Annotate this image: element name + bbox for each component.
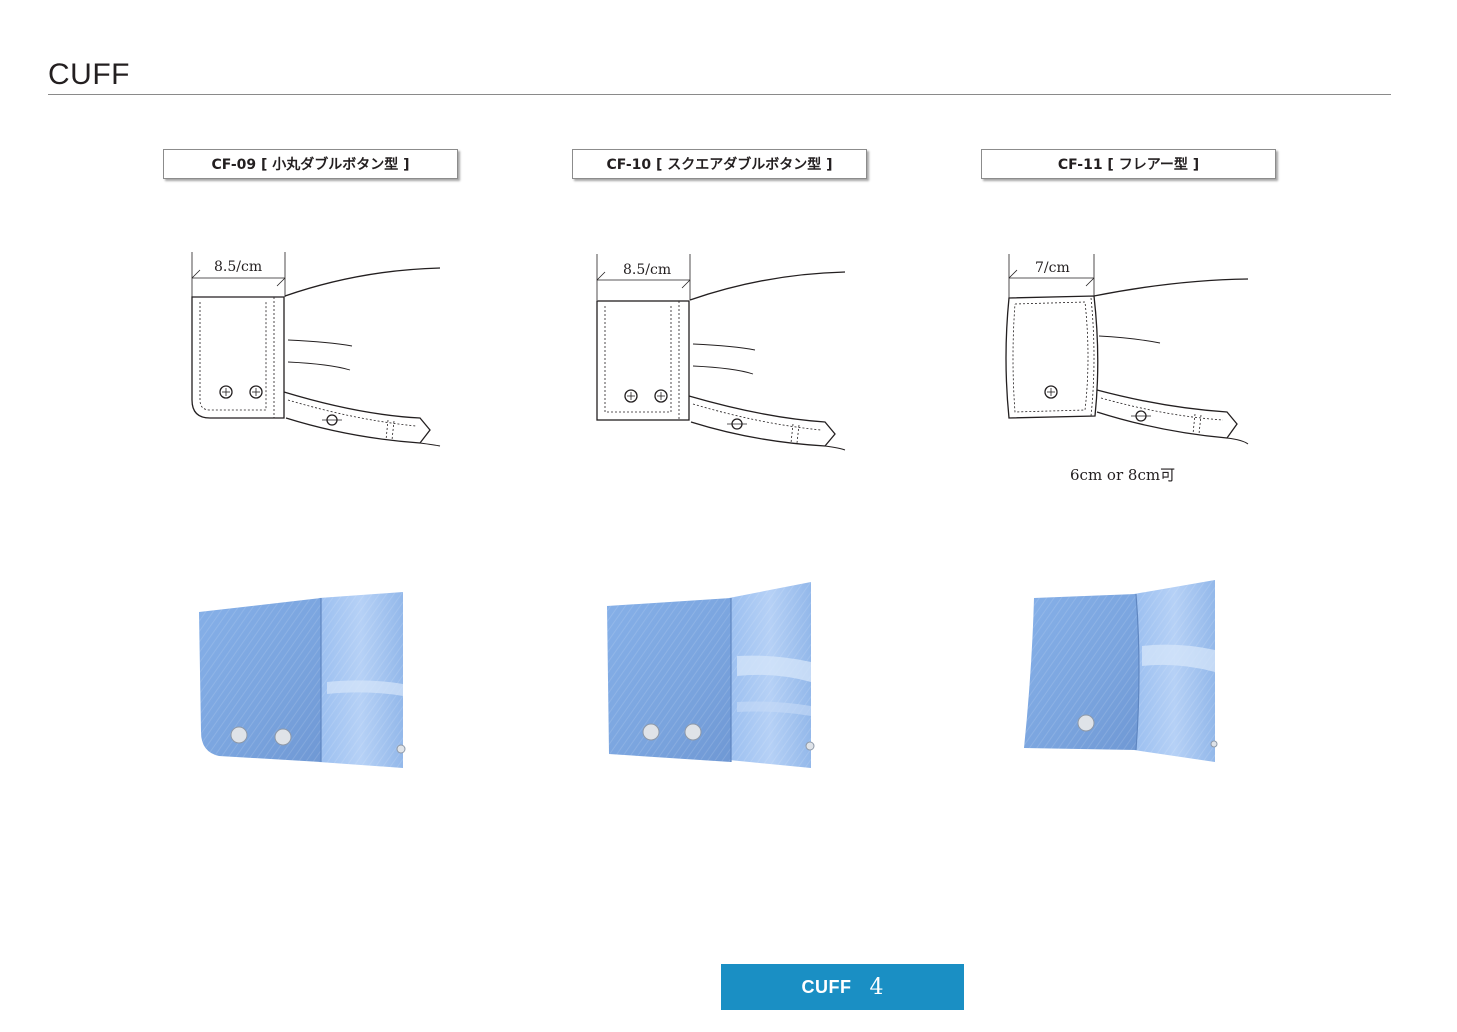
cuff-label-cf09: CF-09 [ 小丸ダブルボタン型 ] bbox=[163, 149, 458, 179]
cuff-drawing-cf10: 8.5/cm bbox=[596, 254, 846, 451]
footer-section-tab: CUFF 4 bbox=[721, 964, 964, 1010]
cuff-photo-cf10 bbox=[605, 582, 815, 770]
cuff-drawing-cf09: 8.5/cm bbox=[191, 252, 441, 447]
footer-page-number: 4 bbox=[869, 974, 884, 1000]
cuff-drawing-cf11: 7/cm bbox=[1005, 254, 1249, 445]
title-divider bbox=[48, 94, 1391, 95]
cuff-photo-cf09 bbox=[197, 592, 406, 770]
cuff-width-note: 6cm or 8cm可 bbox=[1070, 466, 1176, 484]
footer-section-label: CUFF bbox=[801, 976, 852, 997]
cuff-photo-cf11 bbox=[1022, 580, 1218, 764]
cuff-label-cf10: CF-10 [ スクエアダブルボタン型 ] bbox=[572, 149, 867, 179]
cuff-diagram-cf10: 8.5/cm bbox=[595, 240, 895, 460]
cuff-label-cf11: CF-11 [ フレアー型 ] bbox=[981, 149, 1276, 179]
cuff-diagram-cf11: 7/cm bbox=[1005, 240, 1305, 460]
width-label-cf11: 7/cm bbox=[1035, 260, 1070, 276]
width-label-cf10: 8.5/cm bbox=[623, 262, 671, 278]
width-label-cf09: 8.5/cm bbox=[214, 259, 262, 275]
cuff-diagram-cf09: 8.5/cm bbox=[190, 240, 490, 460]
page-title: CUFF bbox=[48, 58, 130, 91]
